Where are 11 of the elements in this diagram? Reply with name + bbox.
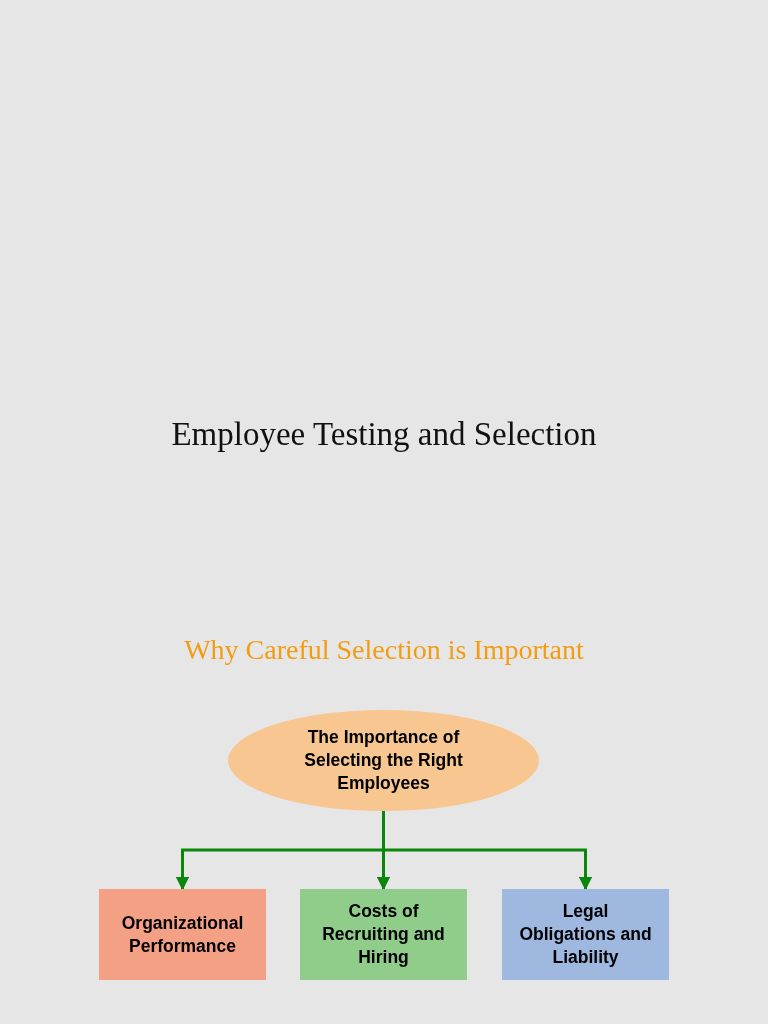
ellipse-node — [228, 710, 539, 811]
title: Employee Testing and Selection — [170, 416, 598, 453]
subtitle: Why Careful Selection is Important — [183, 634, 585, 666]
connector-arrow — [382, 811, 593, 891]
process-box — [502, 889, 669, 980]
process-box — [300, 889, 467, 980]
process-box — [99, 889, 266, 980]
node-label: Costs of Recruiting and Hiring — [321, 900, 446, 969]
node-label: The Importance of Selecting the Right Employees — [303, 726, 464, 795]
node-label: Organizational Performance — [120, 911, 245, 958]
node-label: Legal Obligations and Liability — [518, 900, 653, 969]
